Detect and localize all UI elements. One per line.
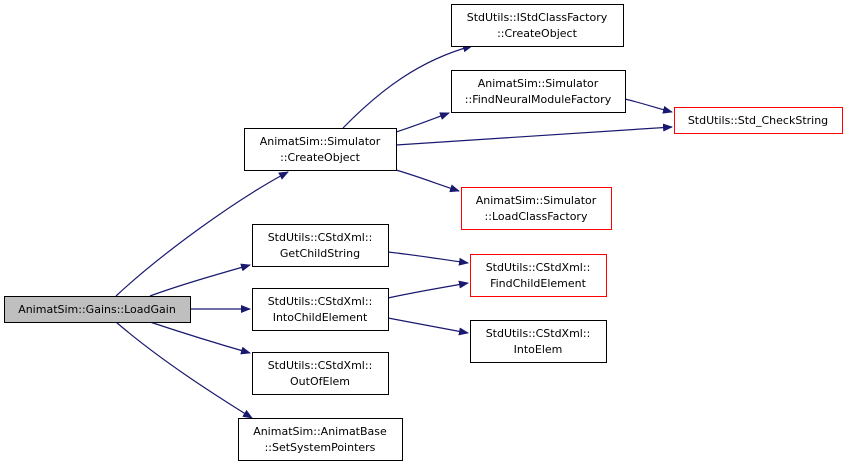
edge-load-gain-to-animatbase-set-system-pointers	[115, 321, 253, 419]
node-animatbase-set-system-pointers[interactable]: AnimatSim::AnimatBase::SetSystemPointers	[238, 418, 403, 461]
node-box	[252, 224, 389, 267]
edge-line	[342, 44, 473, 129]
edge-line	[387, 317, 469, 336]
node-label-line: ::LoadClassFactory	[485, 210, 588, 223]
node-std-check-string[interactable]: StdUtils::Std_CheckString	[674, 107, 843, 134]
node-label-line: AnimatSim::Gains::LoadGain	[18, 303, 176, 316]
node-box	[244, 128, 397, 171]
node-box	[470, 254, 607, 297]
edge-line	[387, 280, 469, 299]
edge-line	[395, 169, 460, 193]
node-box	[238, 418, 403, 461]
node-box	[451, 70, 626, 113]
node-label-line: ::FindNeuralModuleFactory	[465, 93, 612, 106]
node-label-line: StdUtils::CStdXml::	[486, 261, 591, 274]
edge-line	[387, 251, 469, 266]
node-simulator-load-class-factory[interactable]: AnimatSim::Simulator::LoadClassFactory	[461, 187, 612, 230]
edge-simulator-create-object-to-std-check-string	[395, 123, 673, 146]
node-simulator-create-object[interactable]: AnimatSim::Simulator::CreateObject	[244, 128, 397, 171]
node-box	[451, 4, 624, 47]
node-cstdxml-into-elem[interactable]: StdUtils::CStdXml::IntoElem	[470, 320, 607, 363]
node-label-line: StdUtils::CStdXml::	[486, 327, 591, 340]
edges	[115, 44, 673, 419]
node-label-line: AnimatSim::Simulator	[476, 194, 597, 207]
node-label-line: StdUtils::CStdXml::	[268, 359, 373, 372]
edge-line	[624, 98, 673, 114]
edge-simulator-find-neural-module-factory-to-std-check-string	[624, 98, 673, 114]
edge-line	[395, 123, 673, 146]
edge-line	[115, 321, 253, 419]
node-box	[4, 296, 191, 323]
node-label-line: IntoChildElement	[273, 311, 368, 324]
node-box	[674, 107, 843, 134]
node-label-line: ::SetSystemPointers	[265, 441, 376, 454]
nodes: AnimatSim::Gains::LoadGain AnimatSim::Sim…	[4, 4, 843, 461]
node-load-gain: AnimatSim::Gains::LoadGain	[4, 296, 191, 323]
node-istdclassfactory-create-object[interactable]: StdUtils::IStdClassFactory::CreateObject	[451, 4, 624, 47]
node-cstdxml-into-child-element[interactable]: StdUtils::CStdXml::IntoChildElement	[252, 288, 389, 331]
node-label-line: AnimatSim::AnimatBase	[253, 425, 387, 438]
node-label-line: StdUtils::IStdClassFactory	[467, 11, 608, 24]
node-label-line: ::CreateObject	[497, 27, 577, 40]
edge-load-gain-to-cstdxml-out-of-elem	[149, 321, 251, 355]
node-box	[461, 187, 612, 230]
edge-load-gain-to-cstdxml-get-child-string	[149, 263, 251, 297]
node-simulator-find-neural-module-factory[interactable]: AnimatSim::Simulator::FindNeuralModuleFa…	[451, 70, 626, 113]
node-label-line: StdUtils::CStdXml::	[268, 231, 373, 244]
node-label-line: AnimatSim::Simulator	[478, 77, 599, 90]
node-label-line: FindChildElement	[490, 277, 587, 290]
node-label-line: ::CreateObject	[280, 151, 360, 164]
node-cstdxml-get-child-string[interactable]: StdUtils::CStdXml::GetChildString	[252, 224, 389, 267]
node-label-line: GetChildString	[280, 247, 360, 260]
node-label-line: StdUtils::CStdXml::	[268, 295, 373, 308]
node-box	[470, 320, 607, 363]
edge-load-gain-to-simulator-create-object	[115, 171, 289, 297]
edge-simulator-create-object-to-simulator-load-class-factory	[395, 169, 460, 193]
node-label-line: StdUtils::Std_CheckString	[688, 114, 828, 127]
edge-cstdxml-into-child-element-to-cstdxml-find-child-element	[387, 280, 469, 299]
node-label-line: OutOfElem	[290, 375, 350, 388]
node-cstdxml-find-child-element[interactable]: StdUtils::CStdXml::FindChildElement	[470, 254, 607, 297]
node-label-line: IntoElem	[514, 343, 563, 356]
edge-line	[395, 112, 450, 133]
node-cstdxml-out-of-elem[interactable]: StdUtils::CStdXml::OutOfElem	[252, 352, 389, 395]
edge-cstdxml-into-child-element-to-cstdxml-into-elem	[387, 317, 469, 336]
node-label-line: AnimatSim::Simulator	[260, 135, 381, 148]
edge-line	[149, 263, 251, 297]
edge-cstdxml-get-child-string-to-cstdxml-find-child-element	[387, 251, 469, 266]
node-box	[252, 288, 389, 331]
edge-line	[115, 171, 289, 297]
edge-simulator-create-object-to-istdclassfactory-create-object	[342, 44, 473, 129]
edge-line	[149, 321, 251, 355]
node-box	[252, 352, 389, 395]
edge-simulator-create-object-to-simulator-find-neural-module-factory	[395, 112, 450, 133]
